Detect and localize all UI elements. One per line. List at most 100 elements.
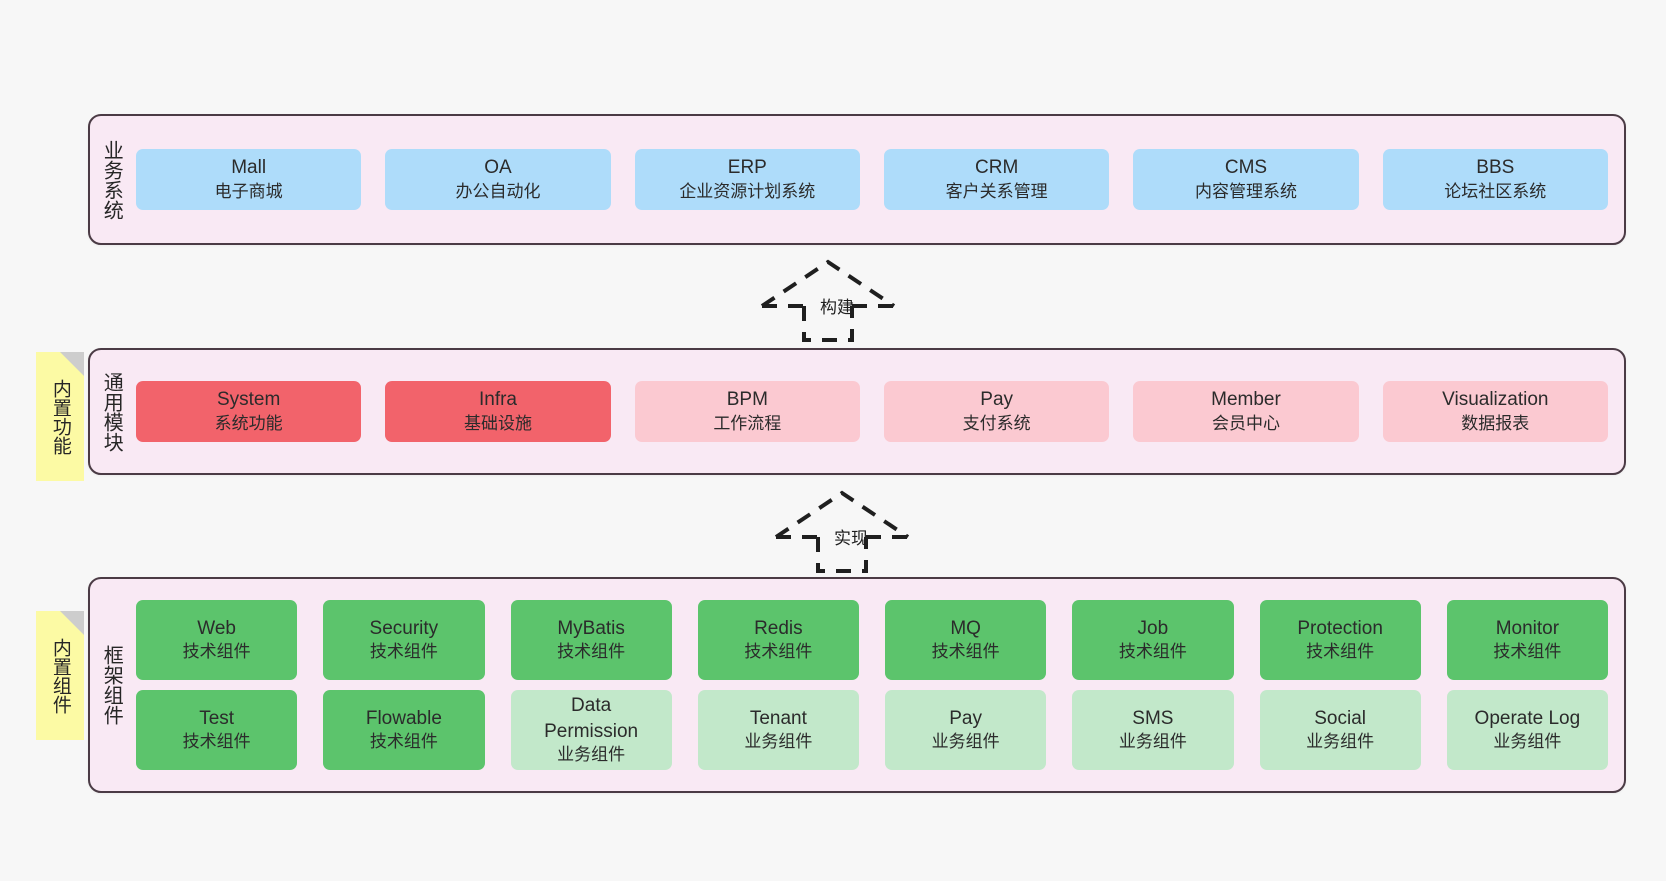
- sticky-note-label: 内置功能: [49, 378, 71, 455]
- node-title: Operate Log: [1474, 707, 1581, 729]
- layer-title-common-modules: 通用模块: [100, 371, 123, 452]
- node-title: Pay: [980, 389, 1014, 411]
- node-title: Monitor: [1495, 617, 1560, 639]
- node-title: MyBatis: [557, 617, 625, 639]
- node-visualization[interactable]: Visualization 数据报表: [1382, 381, 1608, 442]
- node-bpm[interactable]: BPM 工作流程: [634, 381, 860, 442]
- layer-business-system: 业务系统 Mall 电子商城 OA 办公自动化 ERP 企业资源计划系统 CRM…: [88, 114, 1626, 245]
- node-subtitle: 技术组件: [931, 642, 1000, 662]
- layer-title-framework-components: 框架组件: [100, 645, 123, 725]
- node-title: CMS: [1224, 157, 1268, 179]
- node-title: Social: [1314, 707, 1366, 729]
- node-subtitle: 会员中心: [1211, 413, 1280, 433]
- node-protection[interactable]: Protection 技术组件: [1259, 600, 1421, 680]
- node-title: Mall: [231, 157, 267, 179]
- node-title: CRM: [975, 157, 1019, 179]
- layer-row: Mall 电子商城 OA 办公自动化 ERP 企业资源计划系统 CRM 客户关系…: [136, 149, 1608, 210]
- node-job[interactable]: Job 技术组件: [1072, 600, 1234, 680]
- node-mq[interactable]: MQ 技术组件: [885, 600, 1047, 680]
- note-fold-corner-icon: [60, 611, 84, 635]
- node-title: Test: [199, 707, 235, 729]
- node-subtitle: 业务组件: [557, 745, 626, 765]
- node-pay[interactable]: Pay 支付系统: [883, 381, 1110, 442]
- node-infra[interactable]: Infra 基础设施: [385, 381, 611, 442]
- node-subtitle: 技术组件: [744, 642, 813, 662]
- node-title: ERP: [727, 157, 767, 179]
- node-member[interactable]: Member 会员中心: [1133, 381, 1359, 442]
- node-data-permission[interactable]: Data Permission 业务组件: [510, 690, 672, 770]
- node-subtitle: 业务组件: [744, 732, 813, 752]
- build-arrow-icon: [760, 259, 896, 342]
- layer-body-framework-components: Web 技术组件 Security 技术组件 MyBatis 技术组件 Redi…: [132, 579, 1624, 791]
- node-subtitle: 技术组件: [557, 642, 626, 662]
- node-subtitle: 技术组件: [1306, 642, 1375, 662]
- sticky-note-builtin-components: 内置组件: [36, 611, 84, 740]
- node-title: Data Permission: [544, 695, 639, 742]
- node-title: BPM: [726, 389, 768, 411]
- node-cms[interactable]: CMS 内容管理系统: [1133, 149, 1359, 210]
- layer-row: System 系统功能 Infra 基础设施 BPM 工作流程 Pay 支付系统…: [136, 381, 1608, 442]
- connector-build-label: 构建: [820, 298, 854, 317]
- node-subtitle: 技术组件: [182, 732, 251, 752]
- node-title: Flowable: [365, 707, 442, 729]
- node-subtitle: 业务组件: [931, 732, 1000, 752]
- node-subtitle: 支付系统: [962, 413, 1031, 433]
- node-web[interactable]: Web 技术组件: [136, 600, 298, 680]
- node-security[interactable]: Security 技术组件: [323, 600, 485, 680]
- node-subtitle: 技术组件: [182, 642, 251, 662]
- node-subtitle: 技术组件: [369, 732, 438, 752]
- node-redis[interactable]: Redis 技术组件: [697, 600, 859, 680]
- node-test[interactable]: Test 技术组件: [136, 690, 298, 770]
- layer-row: Web 技术组件 Security 技术组件 MyBatis 技术组件 Redi…: [136, 600, 1608, 680]
- node-subtitle: 企业资源计划系统: [679, 181, 816, 201]
- node-subtitle: 论坛社区系统: [1444, 181, 1547, 201]
- node-monitor[interactable]: Monitor 技术组件: [1446, 600, 1608, 680]
- layer-body-business-system: Mall 电子商城 OA 办公自动化 ERP 企业资源计划系统 CRM 客户关系…: [132, 116, 1624, 243]
- node-erp[interactable]: ERP 企业资源计划系统: [634, 149, 860, 210]
- node-sms[interactable]: SMS 业务组件: [1072, 690, 1234, 770]
- node-title: Redis: [754, 617, 803, 639]
- node-title: Protection: [1297, 617, 1383, 639]
- implement-arrow-icon: [774, 490, 910, 573]
- node-pay-component[interactable]: Pay 业务组件: [885, 690, 1047, 770]
- node-subtitle: 基础设施: [463, 413, 532, 433]
- layer-framework-components: 框架组件 Web 技术组件 Security 技术组件 MyBatis 技术组件…: [88, 577, 1626, 793]
- node-subtitle: 业务组件: [1118, 732, 1187, 752]
- node-subtitle: 电子商城: [214, 181, 283, 201]
- node-title: System: [216, 389, 281, 411]
- node-flowable[interactable]: Flowable 技术组件: [323, 690, 485, 770]
- node-system[interactable]: System 系统功能: [136, 381, 362, 442]
- node-subtitle: 技术组件: [1118, 642, 1187, 662]
- node-bbs[interactable]: BBS 论坛社区系统: [1382, 149, 1608, 210]
- layer-row: Test 技术组件 Flowable 技术组件 Data Permission …: [136, 690, 1608, 770]
- node-operate-log[interactable]: Operate Log 业务组件: [1446, 690, 1608, 770]
- node-subtitle: 技术组件: [369, 642, 438, 662]
- node-title: Job: [1137, 617, 1169, 639]
- node-title: Visualization: [1442, 389, 1549, 411]
- node-mybatis[interactable]: MyBatis 技术组件: [510, 600, 672, 680]
- sticky-note-builtin-functions: 内置功能: [36, 352, 84, 481]
- note-fold-corner-icon: [60, 352, 84, 376]
- node-title: Infra: [478, 389, 517, 411]
- connector-implement-label: 实现: [834, 529, 868, 548]
- sticky-note-label: 内置组件: [49, 637, 71, 714]
- layer-body-common-modules: System 系统功能 Infra 基础设施 BPM 工作流程 Pay 支付系统…: [132, 350, 1624, 473]
- node-subtitle: 系统功能: [214, 413, 283, 433]
- node-subtitle: 数据报表: [1461, 413, 1530, 433]
- node-mall[interactable]: Mall 电子商城: [136, 149, 362, 210]
- node-social[interactable]: Social 业务组件: [1259, 690, 1421, 770]
- connector-build: 构建: [758, 258, 898, 344]
- node-title: SMS: [1132, 707, 1174, 729]
- node-subtitle: 内容管理系统: [1194, 181, 1297, 201]
- node-oa[interactable]: OA 办公自动化: [385, 149, 611, 210]
- node-subtitle: 业务组件: [1306, 732, 1375, 752]
- node-tenant[interactable]: Tenant 业务组件: [697, 690, 859, 770]
- node-subtitle: 业务组件: [1493, 732, 1562, 752]
- node-crm[interactable]: CRM 客户关系管理: [883, 149, 1110, 210]
- node-subtitle: 技术组件: [1493, 642, 1562, 662]
- node-subtitle: 办公自动化: [455, 181, 541, 201]
- layer-title-business-system: 业务系统: [100, 139, 123, 220]
- node-title: BBS: [1476, 157, 1515, 179]
- connector-implement: 实现: [772, 489, 912, 575]
